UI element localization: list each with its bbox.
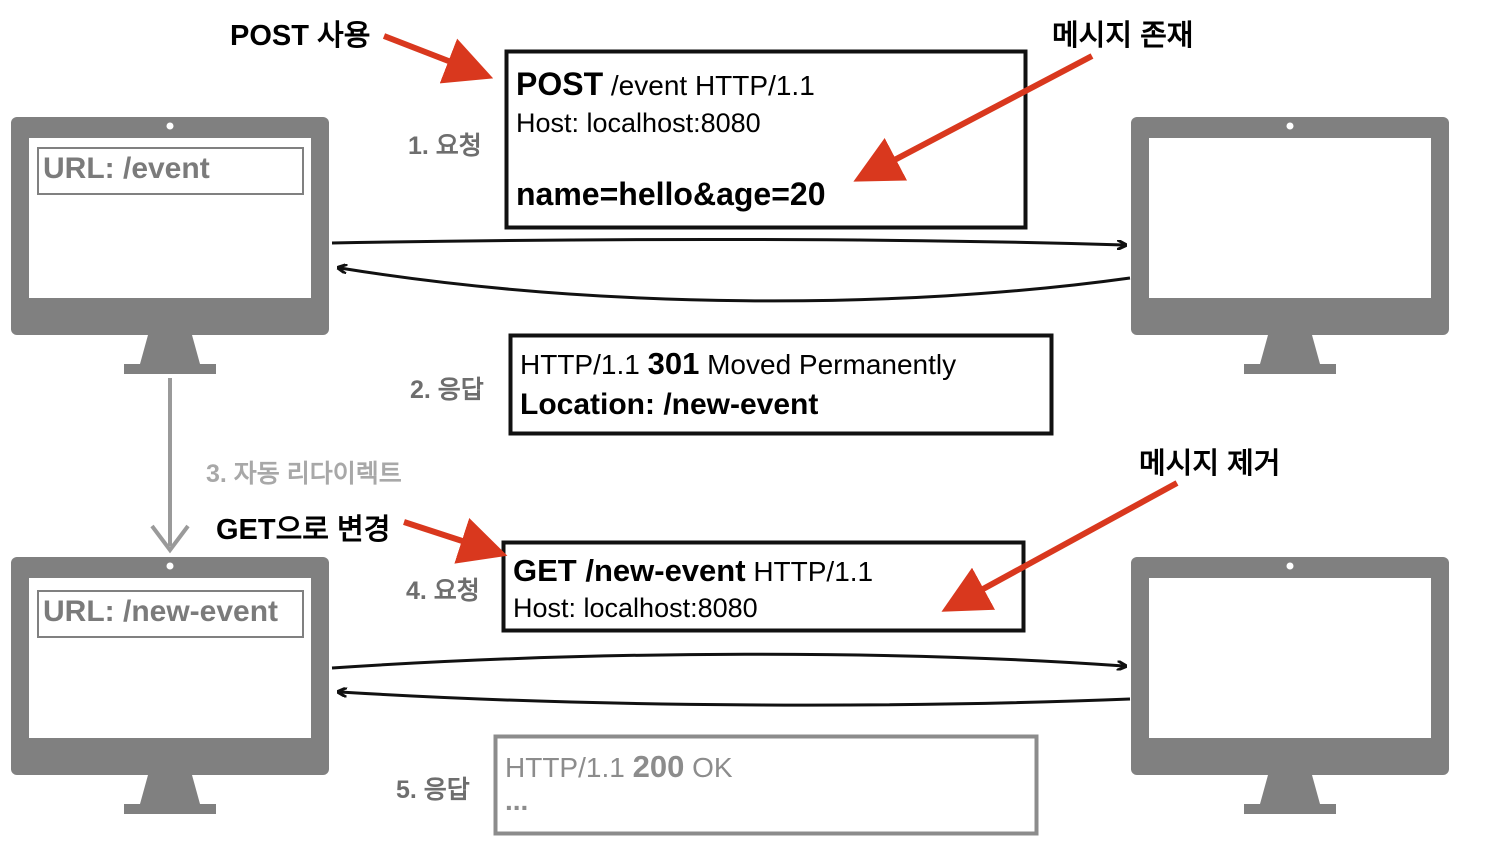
response-arrow-5 [340, 692, 1131, 707]
response-arrow-2 [340, 268, 1131, 303]
server-monitor-bottom [1131, 557, 1449, 814]
note-post-use: POST 사용 [230, 20, 371, 52]
request1-body: name=hello&age=20 [516, 176, 826, 212]
step-5-label: 5. 응답 [396, 776, 470, 804]
note-message-removed: 메시지 제거 [1139, 448, 1281, 480]
response5-version: HTTP/1.1 [505, 752, 633, 783]
step-3-label: 3. 자동 리다이렉트 [206, 460, 402, 488]
message-exists-arrow [853, 53, 1094, 182]
bottom-url-bar: URL: /new-event [37, 590, 304, 638]
request1-host: Host: localhost:8080 [516, 108, 761, 138]
response2-box-border [508, 333, 1054, 436]
post-annotation-arrow [382, 33, 494, 84]
step-1-label: 1. 요청 [408, 132, 482, 160]
response5-box-border [493, 734, 1039, 836]
request4-method-path: GET /new-event [513, 553, 746, 588]
note-message-exists: 메시지 존재 [1052, 20, 1194, 52]
step-4-label: 4. 요청 [406, 577, 480, 605]
get-annotation-arrow [403, 518, 508, 564]
request4-box-border [501, 540, 1026, 633]
response2-code: 301 [647, 346, 700, 381]
response2-version: HTTP/1.1 [520, 349, 648, 380]
request-arrow-4 [331, 652, 1124, 668]
response5-reason: OK [684, 752, 733, 783]
request4-host: Host: localhost:8080 [513, 593, 758, 623]
redirect-arrow [150, 378, 190, 554]
note-get-change: GET으로 변경 [216, 514, 391, 546]
response5-code: 200 [632, 749, 685, 784]
response5-ellipsis: ... [505, 785, 529, 816]
step-2-label: 2. 응답 [410, 376, 484, 404]
message-removed-arrow [941, 480, 1179, 612]
response2-reason: Moved Permanently [699, 349, 957, 380]
server-monitor-top [1131, 117, 1449, 374]
request1-box-border [504, 49, 1028, 230]
request4-version: HTTP/1.1 [745, 556, 874, 587]
bottom-url-text: URL: /new-event [43, 595, 279, 628]
top-url-text: URL: /event [43, 152, 210, 185]
request1-method: POST [516, 66, 604, 102]
response2-location: Location: /new-event [520, 388, 819, 421]
request-arrow-1 [331, 237, 1124, 245]
request1-line-rest: /event HTTP/1.1 [603, 70, 815, 101]
top-url-bar: URL: /event [37, 147, 304, 195]
